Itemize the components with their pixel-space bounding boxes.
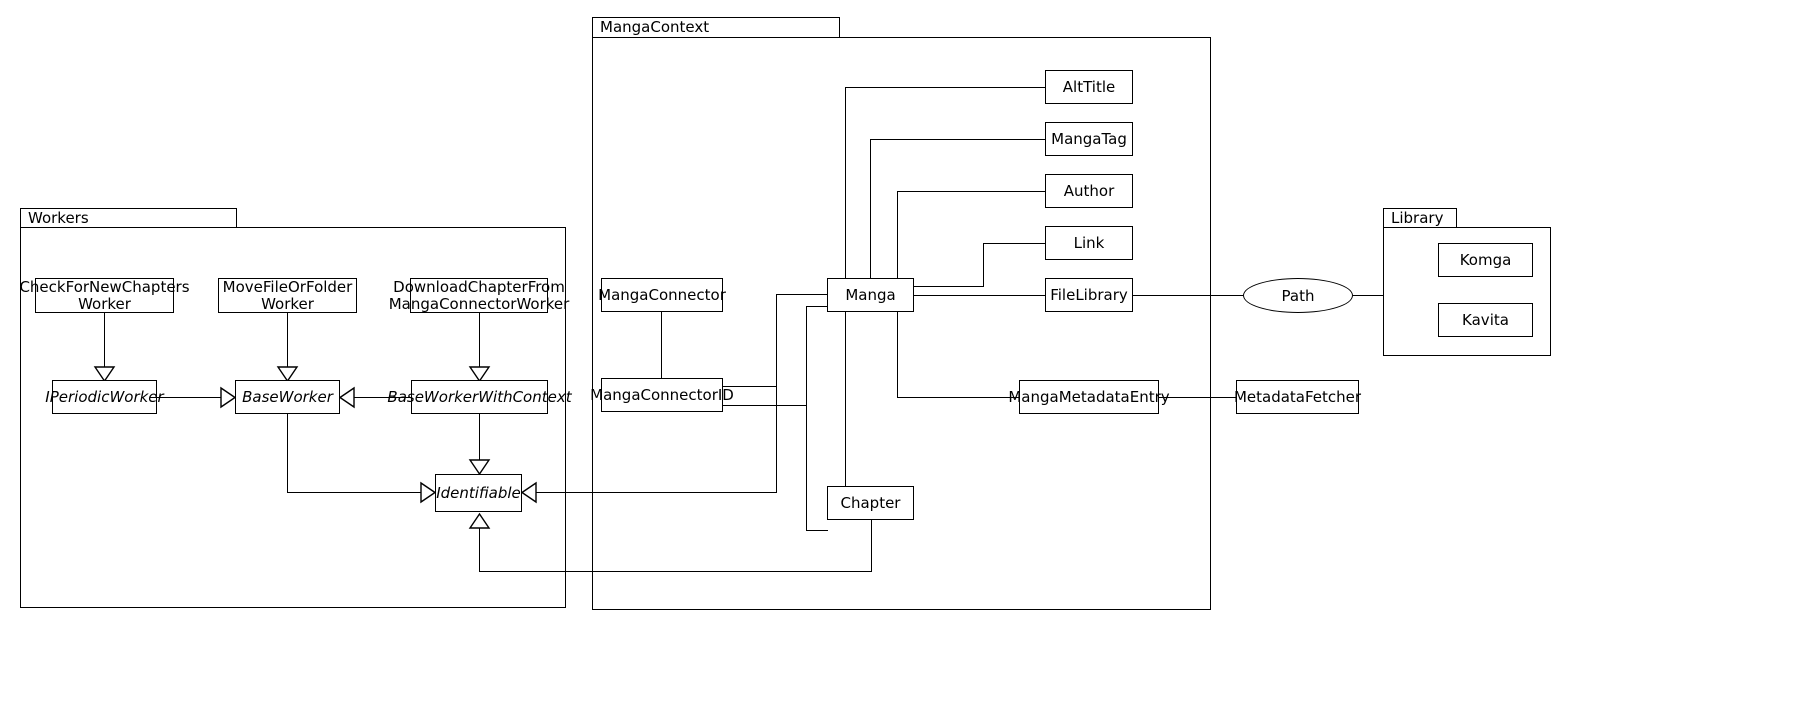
package-body-workers: [20, 227, 566, 608]
package-label-workers: Workers: [28, 208, 89, 227]
package-tab-workers: Workers: [20, 208, 237, 228]
class-box-chapter[interactable]: Chapter: [827, 486, 914, 520]
generalization-arrow-identifiable-right: [520, 481, 537, 504]
edge-manga-to-alttitle-vertical: [845, 87, 847, 279]
path-label: Path: [1281, 286, 1315, 305]
class-box-mangatag[interactable]: MangaTag: [1045, 122, 1133, 156]
package-label-library: Library: [1391, 208, 1444, 227]
package-tab-mangacontext: MangaContext: [592, 17, 840, 38]
edge-manga-to-chapter-vertical: [845, 312, 847, 487]
package-label-mangacontext: MangaContext: [600, 18, 710, 36]
edge-manga-left-to-connectorid-upper-vertical: [776, 294, 778, 386]
class-box-kavita[interactable]: Kavita: [1438, 303, 1533, 337]
generalization-arrow-baseworker-left: [220, 386, 237, 409]
edge-manga-to-filelibrary: [914, 295, 1046, 297]
class-box-mangaconnector[interactable]: MangaConnector: [598, 278, 726, 312]
edge-manga-to-alttitle-horizontal: [845, 87, 1046, 89]
class-box-manga[interactable]: Manga: [827, 278, 914, 312]
edge-bottom-route-horizontal: [479, 571, 872, 573]
edge-baseworker-down-segment: [287, 414, 289, 493]
edge-baseworkerwithcontext-to-baseworker: [354, 397, 411, 399]
edge-manga-to-link-vertical: [983, 243, 985, 287]
edge-connectorid-identifiable-riser: [776, 386, 778, 492]
edge-filelibrary-to-path: [1133, 295, 1243, 297]
package-body-library: [1383, 227, 1551, 356]
edge-connectorid-lower-to-manga: [723, 405, 807, 407]
generalization-arrow-baseworker-right: [338, 386, 355, 409]
class-box-download-chapter-from-manga-connector-worker[interactable]: DownloadChapterFrom MangaConnectorWorker: [388, 277, 570, 313]
edge-manga-left-to-connectorid-upper-horizontal: [776, 294, 828, 296]
edge-check-worker-to-iperiodicworker: [104, 313, 106, 371]
edge-manga-to-mangatag-horizontal: [870, 139, 1046, 141]
class-box-mangametadataentry[interactable]: MangaMetadataEntry: [1008, 380, 1170, 414]
package-tab-library: Library: [1383, 208, 1457, 228]
generalization-arrow-baseworkerwithcontext-top: [468, 366, 491, 383]
edge-identifiable-bottom-vertical: [479, 528, 481, 572]
class-box-link[interactable]: Link: [1045, 226, 1133, 260]
edge-baseworkerwithcontext-to-identifiable: [479, 414, 481, 460]
class-box-author[interactable]: Author: [1045, 174, 1133, 208]
edge-path-to-library: [1353, 295, 1384, 297]
generalization-arrow-identifiable-bottom: [468, 512, 491, 529]
class-box-move-file-or-folder-worker[interactable]: MoveFileOrFolder Worker: [218, 278, 357, 313]
edge-connectorid-upper-to-manga: [723, 386, 777, 388]
class-box-komga[interactable]: Komga: [1438, 243, 1533, 277]
edge-chapter-bottom-riser: [806, 405, 808, 531]
edge-manga-to-author-horizontal: [897, 191, 1046, 193]
edge-chapter-to-bottom-route: [806, 530, 828, 532]
class-box-identifiable[interactable]: Identifiable: [435, 474, 522, 512]
edge-manga-to-link-horizontal-lower: [914, 286, 984, 288]
class-box-iperiodicworker[interactable]: IPeriodicWorker: [45, 380, 164, 414]
generalization-arrow-iperiodicworker: [93, 366, 116, 383]
generalization-arrow-identifiable-top: [468, 459, 491, 476]
edge-mangametadataentry-to-metadatafetcher: [1159, 397, 1236, 399]
edge-movefile-worker-to-baseworker: [287, 313, 289, 371]
edge-bottom-route-to-chapter: [871, 520, 873, 572]
edge-manga-to-link-horizontal-upper: [983, 243, 1046, 245]
edge-identifiable-right-horizontal: [536, 492, 777, 494]
edge-baseworker-to-identifiable-horizontal: [287, 492, 421, 494]
class-box-mangaconnectorid[interactable]: MangaConnectorID: [590, 378, 734, 412]
class-box-filelibrary[interactable]: FileLibrary: [1045, 278, 1133, 312]
entity-ellipse-path[interactable]: Path: [1243, 278, 1353, 313]
class-box-baseworkerwithcontext[interactable]: BaseWorkerWithContext: [387, 380, 572, 414]
edge-manga-to-mangatag-vertical: [870, 139, 872, 279]
generalization-arrow-identifiable-left: [420, 481, 437, 504]
package-body-mangacontext: [592, 37, 1211, 610]
class-box-metadatafetcher[interactable]: MetadataFetcher: [1234, 380, 1361, 414]
edge-download-worker-to-baseworkerwithcontext: [479, 313, 481, 371]
class-box-alttitle[interactable]: AltTitle: [1045, 70, 1133, 104]
edge-iperiodicworker-to-baseworker: [157, 397, 221, 399]
edge-manga-left-to-connectorid-lower-vertical: [806, 306, 808, 405]
edge-manga-to-mangametadataentry-vertical: [897, 312, 899, 398]
edge-manga-left-to-connectorid-lower-horizontal: [806, 306, 828, 308]
class-box-baseworker[interactable]: BaseWorker: [235, 380, 340, 414]
generalization-arrow-baseworker-top: [276, 366, 299, 383]
edge-manga-to-mangametadataentry-horizontal: [897, 397, 1020, 399]
edge-manga-to-author-vertical: [897, 191, 899, 279]
edge-mangaconnector-to-mangaconnectorid: [661, 312, 663, 379]
class-box-check-for-new-chapters-worker[interactable]: CheckForNewChapters Worker: [19, 277, 190, 313]
